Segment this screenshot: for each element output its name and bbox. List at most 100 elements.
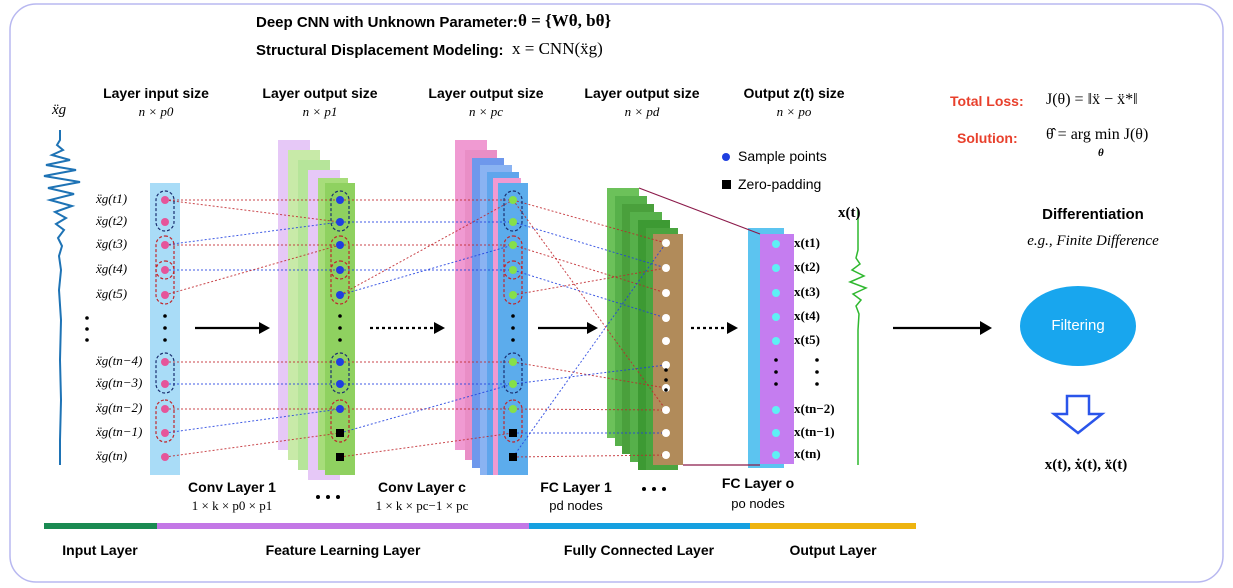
output-node	[772, 406, 780, 414]
header-line2-label: Structural Displacement Modeling:	[256, 42, 504, 59]
output-label: x(tn−1)	[794, 424, 835, 439]
output-label: x(t3)	[794, 284, 820, 299]
conv1-node	[336, 405, 344, 413]
kernel-window	[155, 352, 175, 394]
legend-zero-padding-marker	[722, 180, 731, 189]
fc-node	[662, 314, 670, 322]
input-label: ẍg(t1)	[96, 191, 128, 206]
total-loss-formula: J(θ) = ‖ẍ − ẍ*‖	[1046, 91, 1138, 108]
ellipsis-dot	[85, 327, 89, 331]
connection-line	[512, 244, 667, 294]
input-label: ẍg(tn−3)	[96, 375, 143, 390]
kernel-window	[503, 399, 523, 443]
kernel-window	[155, 235, 175, 280]
ellipsis-dot	[511, 314, 515, 318]
differentiation-title: Differentiation	[1042, 206, 1144, 223]
input-node	[161, 241, 169, 249]
ellipsis-dot	[815, 358, 819, 362]
input-node	[161, 380, 169, 388]
input-node	[161, 218, 169, 226]
total-loss-label: Total Loss:	[950, 93, 1024, 109]
fc-node	[662, 337, 670, 345]
column-title-fc1: Layer output size	[584, 85, 700, 101]
ellipsis-dot	[815, 382, 819, 386]
result-signals: x(t), ẋ(t), ẍ(t)	[1044, 457, 1128, 473]
connection-line	[339, 383, 514, 434]
convc-node	[509, 291, 517, 299]
kernel-window	[155, 190, 175, 232]
output-node	[772, 451, 780, 459]
column-size-convc: n × pc	[468, 104, 504, 119]
column-title-input: Layer input size	[103, 85, 209, 101]
ellipsis-dot	[338, 338, 342, 342]
convc-node	[509, 196, 517, 204]
ellipsis-dot	[511, 338, 515, 342]
ellipsis-dot	[163, 326, 167, 330]
conv1-node	[336, 380, 344, 388]
ellipsis-dot	[774, 370, 778, 374]
kernel-window	[330, 260, 350, 305]
input-label: ẍg(tn−2)	[96, 400, 143, 415]
output-label: x(t4)	[794, 308, 820, 323]
ellipsis-dot	[664, 388, 668, 392]
kernel-window	[503, 235, 523, 280]
connection-line	[512, 269, 667, 319]
convc-node	[509, 358, 517, 366]
column-size-fc1: n × pd	[624, 104, 660, 119]
input-node	[161, 291, 169, 299]
layer-arrows	[195, 321, 992, 335]
ellipsis-dot	[338, 326, 342, 330]
fc-node	[662, 406, 670, 414]
connection-line	[164, 199, 341, 223]
header-line1-label: Deep CNN with Unknown Parameter:	[256, 14, 518, 31]
fc-layer-1-stack	[607, 188, 683, 470]
fc-node	[662, 429, 670, 437]
convc-node	[509, 380, 517, 388]
connection-line	[512, 454, 667, 458]
horizontal-ellipsis-dots	[316, 487, 666, 499]
legend-zero-padding: Zero-padding	[738, 176, 822, 192]
conv-layer-1-stack	[278, 140, 355, 480]
header-line1-formula: θ = {Wθ, bθ}	[518, 11, 612, 30]
conv1-node	[336, 196, 344, 204]
convc-node	[509, 218, 517, 226]
input-label: ẍg(t3)	[96, 236, 128, 251]
fc-node	[662, 239, 670, 247]
input-node	[161, 429, 169, 437]
conv1-node	[336, 291, 344, 299]
input-node	[161, 358, 169, 366]
ellipsis-dot	[774, 358, 778, 362]
differentiation-example: e.g., Finite Difference	[1027, 233, 1159, 249]
connection-line	[512, 408, 667, 411]
output-node	[772, 337, 780, 345]
conv1-node	[336, 266, 344, 274]
vertical-ellipsis-dots	[85, 314, 819, 392]
ellipsis-dot	[85, 316, 89, 320]
output-node	[772, 240, 780, 248]
column-size-conv1: n × p1	[302, 104, 338, 119]
conv-layer-c-stack	[455, 140, 528, 475]
fc-node	[662, 289, 670, 297]
connection-line	[164, 408, 341, 434]
solution-subscript: θ	[1098, 147, 1104, 159]
connection-line	[512, 199, 667, 244]
fc-node	[662, 264, 670, 272]
kernel-window	[155, 399, 175, 443]
output-signal-label: x(t)	[838, 205, 861, 221]
input-label: ẍg(t4)	[96, 261, 128, 276]
connection-line	[339, 199, 514, 296]
caption-conv-layer-1: Conv Layer 1	[188, 479, 276, 495]
kernel-window	[503, 190, 523, 232]
fc-node	[662, 384, 670, 392]
kernel-window	[155, 260, 175, 305]
input-node	[161, 453, 169, 461]
zero-padding-node	[509, 453, 517, 461]
input-signal-label: ẍg	[52, 102, 67, 118]
output-signal-waveform	[847, 210, 868, 465]
filtering-label: Filtering	[1051, 317, 1105, 334]
zero-padding-node	[509, 429, 517, 437]
output-label: x(tn−2)	[794, 401, 835, 416]
zero-padding-node	[336, 453, 344, 461]
